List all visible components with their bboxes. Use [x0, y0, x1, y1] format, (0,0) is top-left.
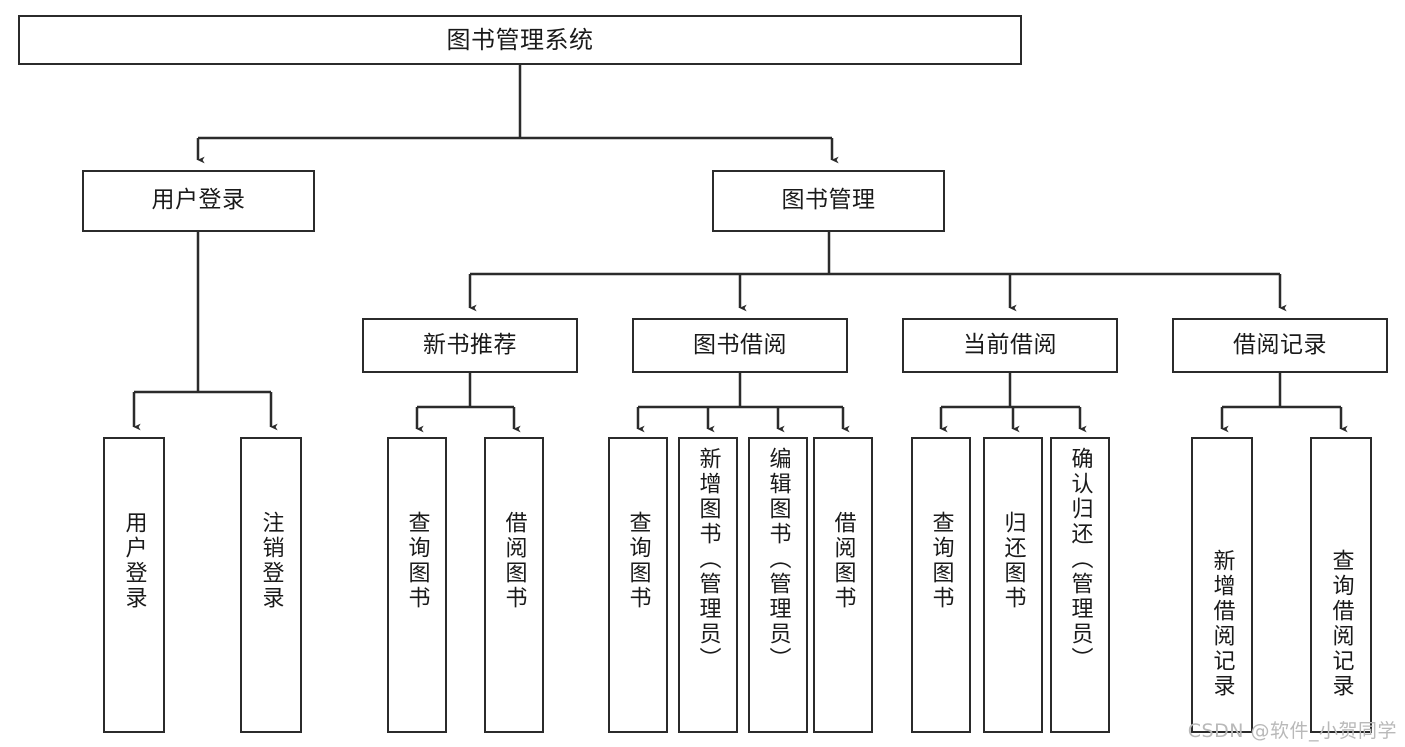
node-leaf-query-book-cur[interactable]: 查询图书: [911, 437, 971, 733]
node-leaf-query-book-bor-label: 查询图书: [625, 511, 651, 611]
node-leaf-add-book-label: 新增图书（管理员）: [695, 447, 721, 672]
node-leaf-query-book-rec[interactable]: 查询图书: [387, 437, 447, 733]
node-leaf-user-login-label: 用户登录: [121, 511, 147, 611]
node-leaf-user-logout-label: 注销登录: [258, 511, 284, 611]
node-borrow-record[interactable]: 借阅记录: [1172, 318, 1388, 373]
node-book-borrow[interactable]: 图书借阅: [632, 318, 848, 373]
node-leaf-edit-book-label: 编辑图书（管理员）: [765, 447, 791, 672]
node-new-book-recommend-label: 新书推荐: [423, 331, 517, 358]
node-leaf-confirm-return-label: 确认归还（管理员）: [1067, 447, 1093, 672]
node-leaf-borrow-book-bor[interactable]: 借阅图书: [813, 437, 873, 733]
node-leaf-query-book-bor[interactable]: 查询图书: [608, 437, 668, 733]
node-leaf-user-login[interactable]: 用户登录: [103, 437, 165, 733]
node-leaf-add-borrow-record-label: 新增借阅记录: [1209, 549, 1235, 699]
node-leaf-add-borrow-record[interactable]: 新增借阅记录: [1191, 437, 1253, 733]
node-leaf-confirm-return[interactable]: 确认归还（管理员）: [1050, 437, 1110, 733]
node-book-manage-label: 图书管理: [781, 187, 876, 214]
node-leaf-borrow-book-rec[interactable]: 借阅图书: [484, 437, 544, 733]
node-current-borrow-label: 当前借阅: [963, 331, 1057, 358]
node-borrow-record-label: 借阅记录: [1233, 331, 1327, 358]
node-leaf-query-book-rec-label: 查询图书: [404, 511, 430, 611]
node-root-label: 图书管理系统: [446, 25, 594, 54]
node-leaf-query-book-cur-label: 查询图书: [928, 511, 954, 611]
node-book-manage[interactable]: 图书管理: [712, 170, 945, 232]
node-leaf-add-book[interactable]: 新增图书（管理员）: [678, 437, 738, 733]
node-current-borrow[interactable]: 当前借阅: [902, 318, 1118, 373]
node-leaf-query-borrow-record[interactable]: 查询借阅记录: [1310, 437, 1372, 733]
node-leaf-user-logout[interactable]: 注销登录: [240, 437, 302, 733]
node-leaf-return-book[interactable]: 归还图书: [983, 437, 1043, 733]
csdn-watermark: CSDN @软件_小贺同学: [1187, 720, 1397, 742]
node-leaf-edit-book[interactable]: 编辑图书（管理员）: [748, 437, 808, 733]
node-leaf-query-borrow-record-label: 查询借阅记录: [1328, 549, 1354, 699]
node-new-book-recommend[interactable]: 新书推荐: [362, 318, 578, 373]
node-book-borrow-label: 图书借阅: [693, 331, 787, 358]
node-leaf-borrow-book-rec-label: 借阅图书: [501, 511, 527, 611]
node-leaf-return-book-label: 归还图书: [1000, 511, 1026, 611]
node-root[interactable]: 图书管理系统: [18, 15, 1022, 65]
node-user-login-label: 用户登录: [151, 187, 246, 214]
node-leaf-borrow-book-bor-label: 借阅图书: [830, 511, 856, 611]
node-user-login[interactable]: 用户登录: [82, 170, 315, 232]
